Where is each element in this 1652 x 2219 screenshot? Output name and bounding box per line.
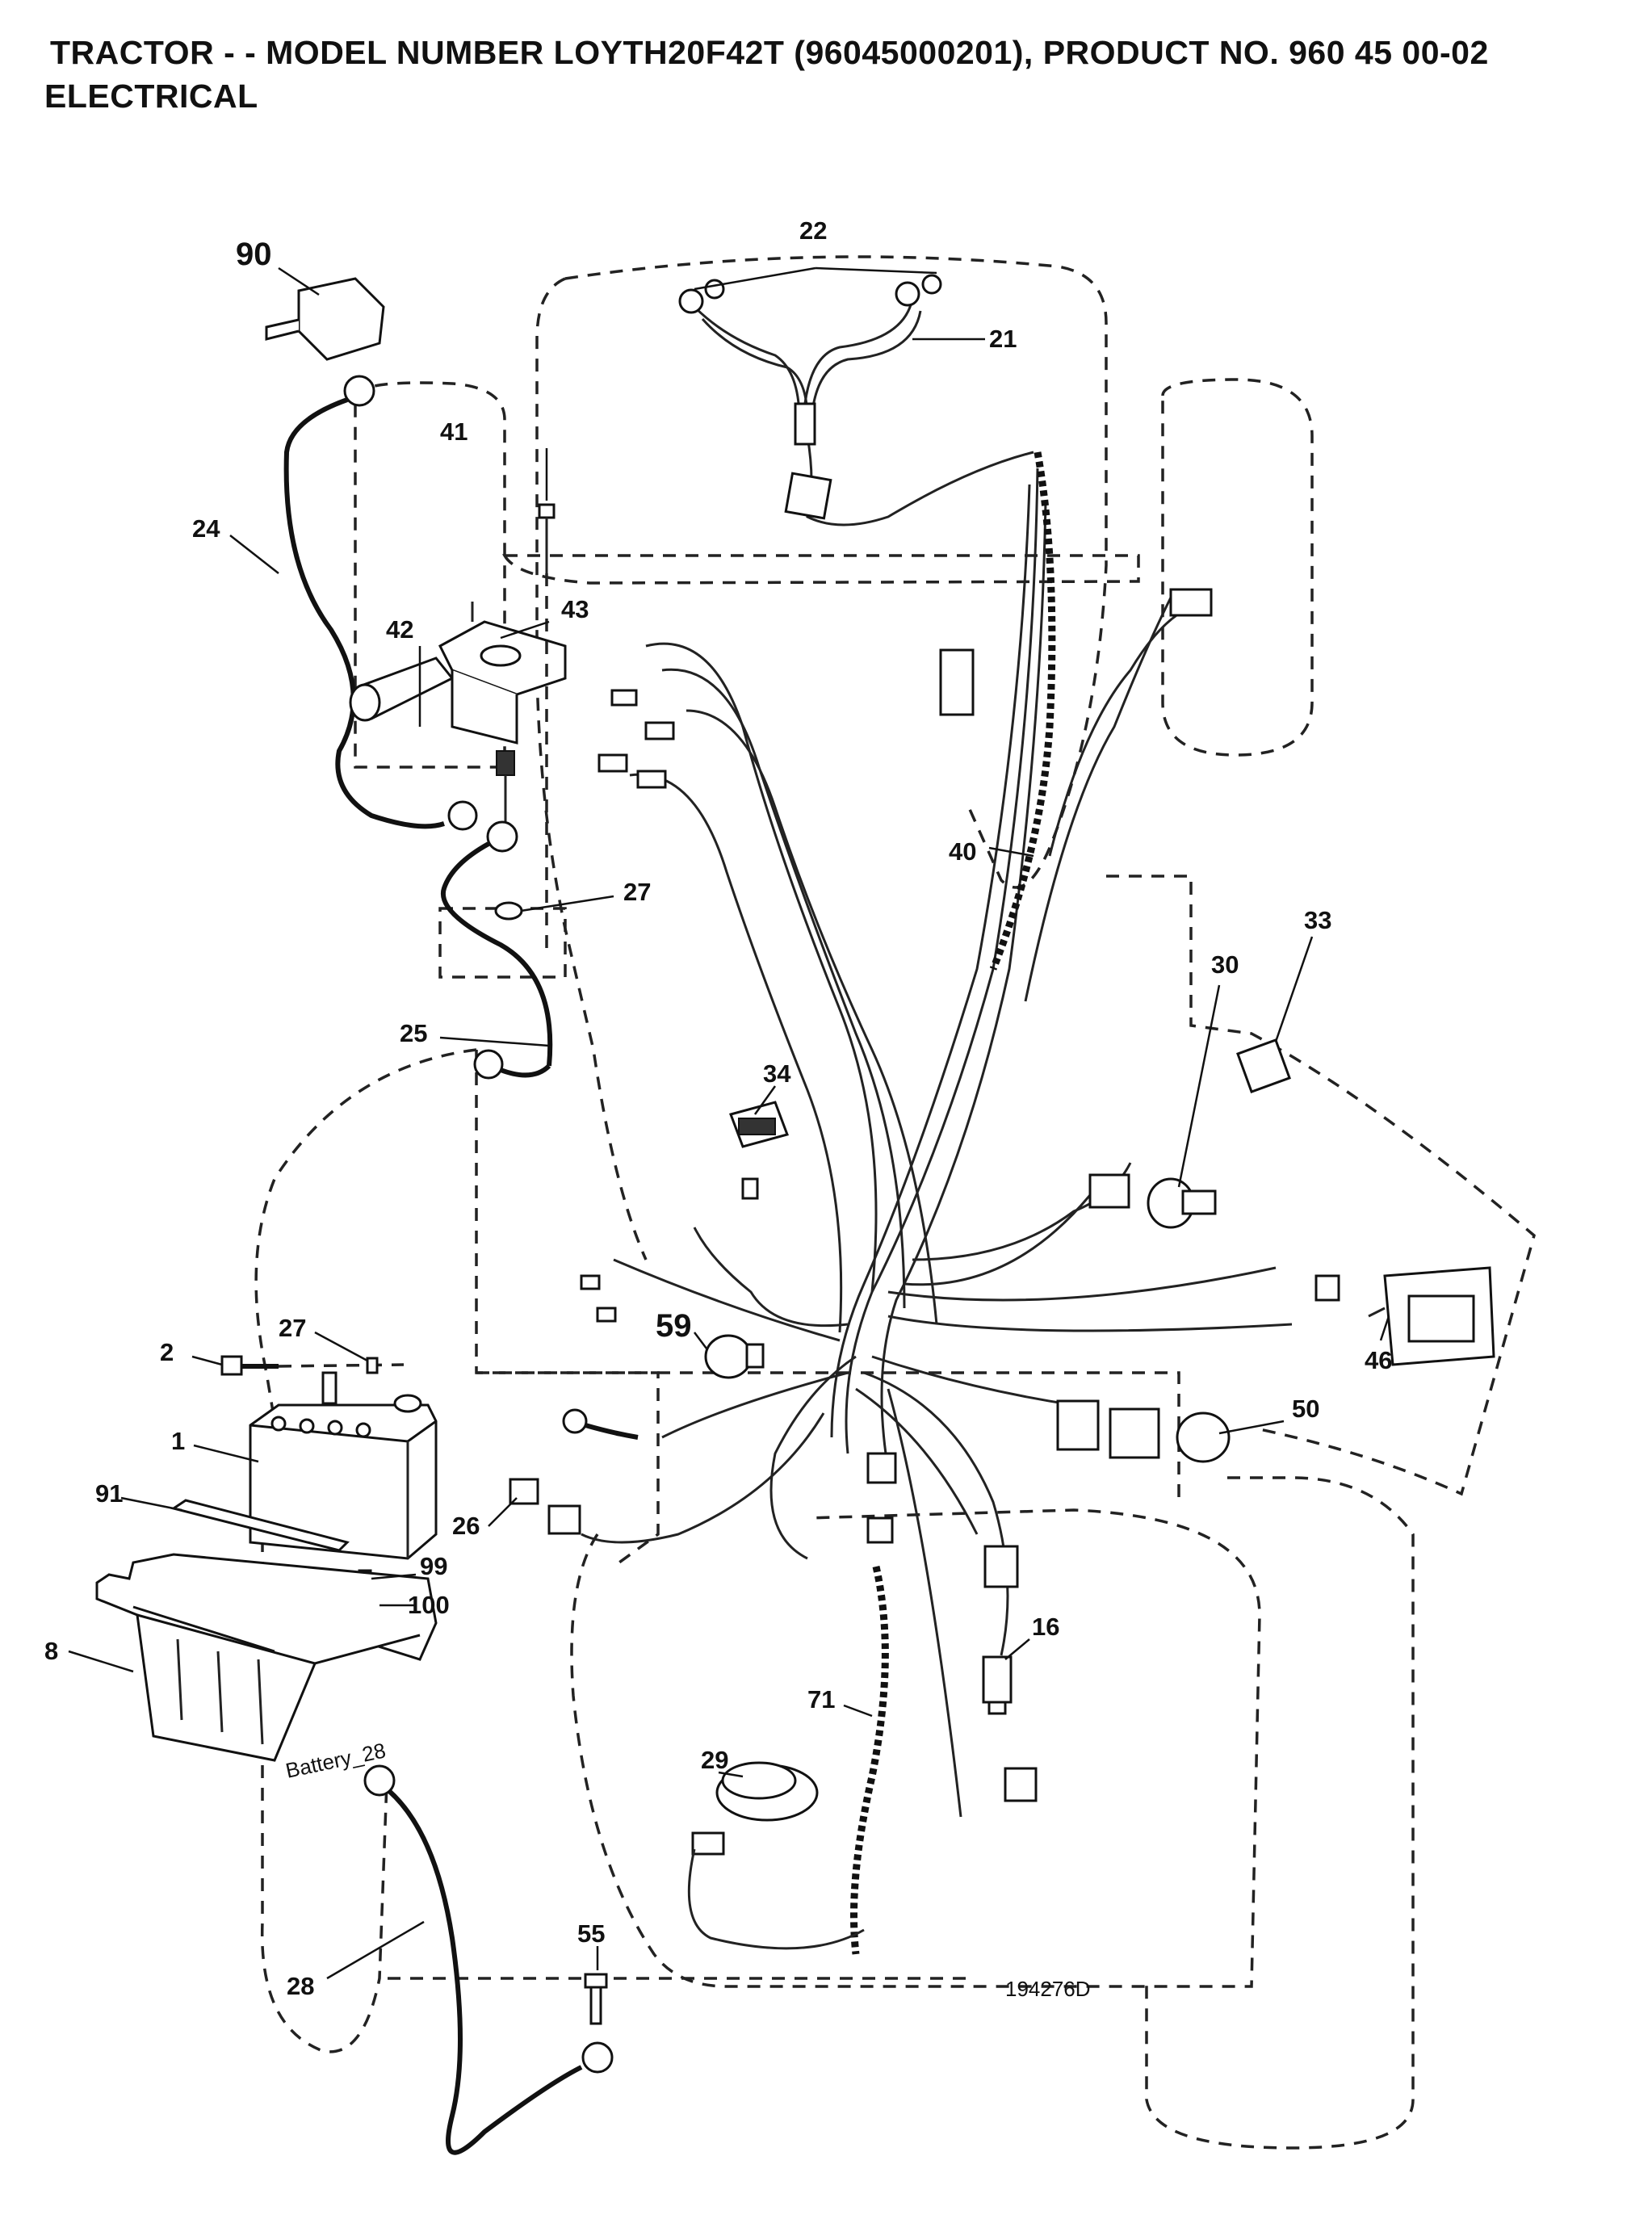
callout-55: 55: [577, 1919, 605, 1948]
callout-labels: 90 22 21 41 43 42 24 40 27 25 34 33 30 5…: [44, 216, 1392, 2000]
light-switch: [1109, 1407, 1231, 1463]
callout-8: 8: [44, 1637, 58, 1665]
callout-26: 26: [452, 1512, 480, 1540]
harness-plug: [784, 472, 832, 520]
callout-30: 30: [1211, 950, 1239, 979]
solenoid-bolt: [538, 503, 556, 953]
callout-27-top: 27: [623, 878, 651, 906]
ignition-connector: [1088, 1173, 1130, 1209]
callout-1: 1: [171, 1427, 185, 1455]
chassis-outlines: [254, 255, 1536, 2150]
callout-33: 33: [1304, 906, 1331, 934]
callout-42: 42: [386, 615, 413, 644]
callout-22: 22: [799, 216, 827, 245]
headlight-harness: [678, 274, 1034, 526]
seat-switch-connector: [1169, 588, 1213, 617]
battery-cable-24: [283, 375, 478, 831]
light-switch-connector: [1056, 1399, 1100, 1451]
starter-solenoid: [438, 602, 567, 840]
ground-screw: [584, 1973, 608, 2025]
pto-switch-connector: [939, 648, 975, 716]
ignition-switch: [1147, 1177, 1217, 1229]
callout-29: 29: [701, 1746, 728, 1774]
callout-2: 2: [160, 1338, 174, 1366]
hour-meter: [1368, 1266, 1495, 1366]
battery-tray: [95, 1553, 438, 1762]
hourmeter-connector: [1314, 1274, 1340, 1302]
callout-46: 46: [1365, 1346, 1392, 1374]
callout-99: 99: [420, 1552, 447, 1580]
callout-43: 43: [561, 595, 589, 623]
hex-nut: [494, 901, 523, 921]
page-title: TRACTOR - - MODEL NUMBER LOYTH20F42T (96…: [50, 34, 1489, 71]
callout-34: 34: [763, 1059, 791, 1088]
terminal-boot: [349, 656, 455, 722]
rocker-switch: [729, 1101, 789, 1148]
harness-conduit: [989, 451, 1056, 971]
callout-27-bottom: 27: [279, 1314, 306, 1342]
callout-59: 59: [656, 1308, 692, 1344]
callout-21: 21: [989, 325, 1017, 353]
callout-28: 28: [287, 1972, 314, 2000]
harness-conduit-lower: [850, 1566, 889, 1955]
callout-16: 16: [1032, 1613, 1059, 1641]
battery-strap: [170, 1499, 350, 1552]
ground-cable-28: [363, 1764, 614, 2155]
buzzer: [687, 1761, 865, 1950]
battery: [249, 1371, 438, 1560]
headlight-bulb-left: [678, 288, 704, 314]
relay: [982, 1655, 1013, 1715]
headlight-bulb-right: [895, 281, 920, 307]
diagram-code: 194276D: [1005, 1977, 1091, 2001]
battery-cable-25: [440, 820, 553, 1080]
callout-41: 41: [440, 417, 468, 446]
headlight-connector: [794, 402, 816, 446]
main-wire-harness: [581, 468, 1293, 1818]
battery-bolt: [220, 1355, 405, 1376]
section-title: ELECTRICAL: [44, 78, 258, 115]
battery-terminal-cover: [265, 277, 385, 361]
harness-connectors: [580, 588, 1340, 1802]
callout-91: 91: [95, 1479, 123, 1508]
callout-90: 90: [236, 237, 272, 272]
leader-lines: [68, 266, 1390, 1980]
callout-24: 24: [192, 514, 220, 543]
callout-100: 100: [408, 1591, 450, 1619]
callout-71: 71: [807, 1685, 835, 1714]
power-socket: [704, 1334, 765, 1379]
ignition-key: [1236, 1038, 1291, 1093]
ground-wire: [562, 1408, 639, 1440]
fuse: [509, 1478, 581, 1535]
callout-25: 25: [400, 1019, 427, 1047]
callout-40: 40: [949, 837, 976, 866]
callout-50: 50: [1292, 1395, 1319, 1423]
